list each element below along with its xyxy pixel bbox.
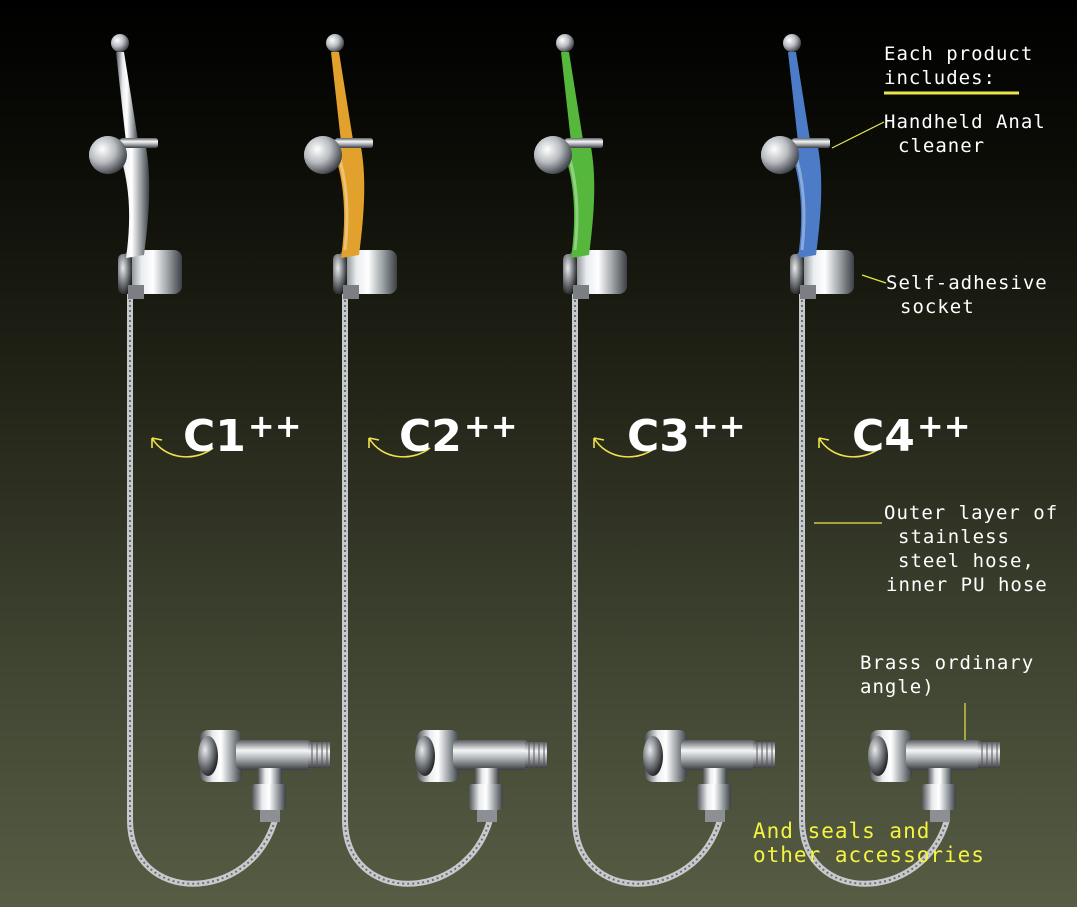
sprayer-body-c2 [304,52,373,258]
sprayer-body-c3 [534,52,603,258]
sprayer-body-c1 [89,52,158,258]
cleaner-label: Handheld Anal cleaner [884,111,1046,157]
valve-label: Brass ordinary angle) [860,652,1035,698]
arrow-icon [151,437,881,458]
model-label-c2: C2++ [399,407,518,462]
includes-label: Each product includes: [884,43,1034,89]
socket-label: Self-adhesive socket [886,272,1048,318]
model-label-c1: C1++ [183,407,302,462]
model-label-c4: C4++ [852,407,971,462]
model-label-c3: C3++ [627,407,746,462]
hose-label: Outer layer of stainless steel hose, inn… [884,502,1059,596]
accessories-label: And seals and other accessories [753,819,985,867]
sprayer-body-c4 [761,52,830,258]
annotation-lines [814,91,1019,740]
